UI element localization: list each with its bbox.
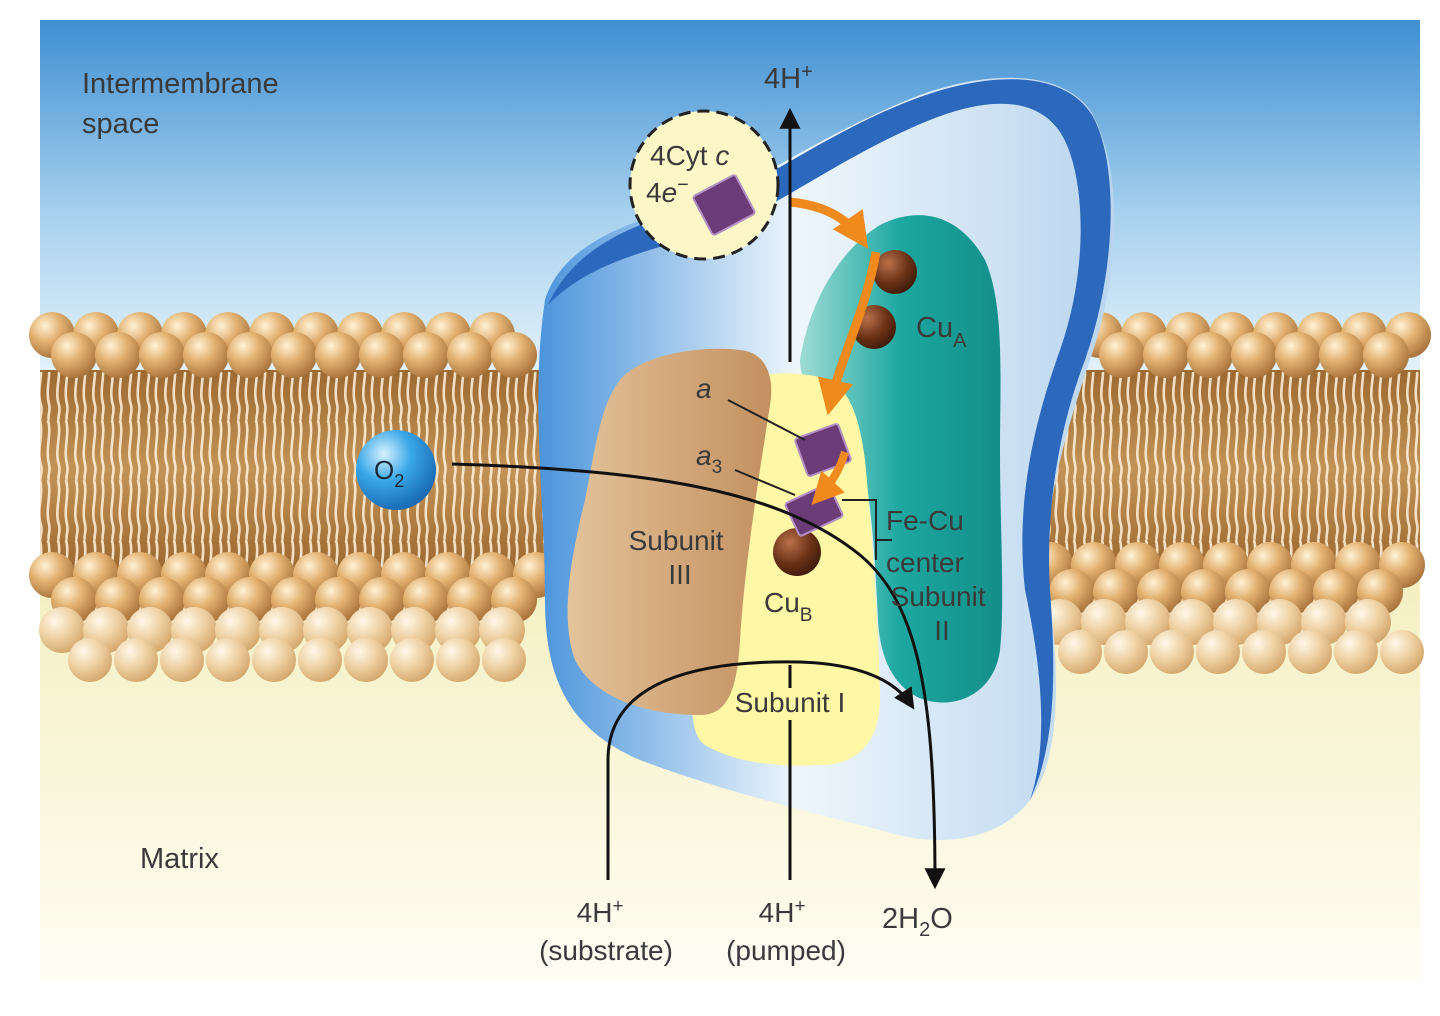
heme-a3-label: a3 (696, 440, 722, 478)
lipid-head (114, 638, 158, 682)
fecu-bracket (842, 499, 892, 541)
oxygen-to-water-arrow (451, 462, 946, 890)
lipid-head (68, 638, 112, 682)
lipid-head (1242, 630, 1286, 674)
electron-path-internal (817, 251, 881, 416)
lipid-head (183, 332, 229, 378)
lipid-head (1099, 332, 1145, 378)
lipid-head (95, 332, 141, 378)
subunit-i-label: Subunit I (735, 687, 846, 718)
cytc-label: 4Cyt c (650, 140, 729, 171)
heme-a3-pointer (734, 469, 796, 496)
lipid-head (1150, 630, 1194, 674)
lipid-head (39, 607, 85, 653)
water-label: 2H2O (882, 903, 953, 941)
lipid-head (51, 332, 97, 378)
fecu-label: Fe-Cu center (886, 505, 972, 578)
lipid-head (359, 332, 405, 378)
lipid-head (1334, 630, 1378, 674)
lipid-head (1231, 332, 1277, 378)
lipid-head (403, 332, 449, 378)
o2-label: O2 (374, 455, 404, 491)
lipid-head (1058, 630, 1102, 674)
lipid-head (344, 638, 388, 682)
electron-transfer-arrow (789, 197, 869, 249)
lipid-head (252, 638, 296, 682)
cub-site (773, 528, 821, 576)
electrons-label: 4e− (646, 174, 689, 208)
lipid-head (390, 638, 434, 682)
lipid-head (1275, 332, 1321, 378)
heme-a-pointer (727, 399, 806, 441)
lipid-head (139, 332, 185, 378)
lipid-head (227, 332, 273, 378)
lipid-head (1363, 332, 1409, 378)
lipid-head (1319, 332, 1365, 378)
subunit-ii-label: Subunit II (891, 581, 994, 646)
lipid-head (436, 638, 480, 682)
heme-a (794, 423, 852, 477)
lipid-head (1187, 332, 1233, 378)
intermembrane-label: Intermembrane space (82, 68, 287, 140)
lipid-head (1143, 332, 1189, 378)
cub-label: CuB (764, 587, 812, 626)
lipid-head (447, 332, 493, 378)
pumped-proton-label: 4H+ (pumped) (726, 887, 846, 966)
electron-path-heme (811, 450, 849, 506)
substrate-proton-label: 4H+ (substrate) (539, 887, 673, 966)
o2-molecule (356, 430, 436, 510)
heme-a-label: a (696, 373, 712, 404)
lipid-head (271, 332, 317, 378)
lipid-head (160, 638, 204, 682)
subunit-iii (567, 348, 772, 715)
lipid-head (491, 332, 537, 378)
cua-site-1 (873, 250, 917, 294)
cua-label: CuA (916, 312, 967, 352)
lipid-head (482, 638, 526, 682)
lipid-head (1288, 630, 1332, 674)
substrate-proton-arrow (606, 660, 915, 880)
lipid-head (315, 332, 361, 378)
lipid-head (1196, 630, 1240, 674)
cytochrome-c (628, 109, 780, 261)
matrix-label: Matrix (140, 843, 219, 875)
lipid-head (1104, 630, 1148, 674)
subunit-iii-label: Subunit III (629, 525, 732, 590)
lipid-head (298, 638, 342, 682)
lipid-head (206, 638, 250, 682)
lipid-head (1380, 630, 1424, 674)
top-proton-label: 4H+ (764, 61, 813, 95)
